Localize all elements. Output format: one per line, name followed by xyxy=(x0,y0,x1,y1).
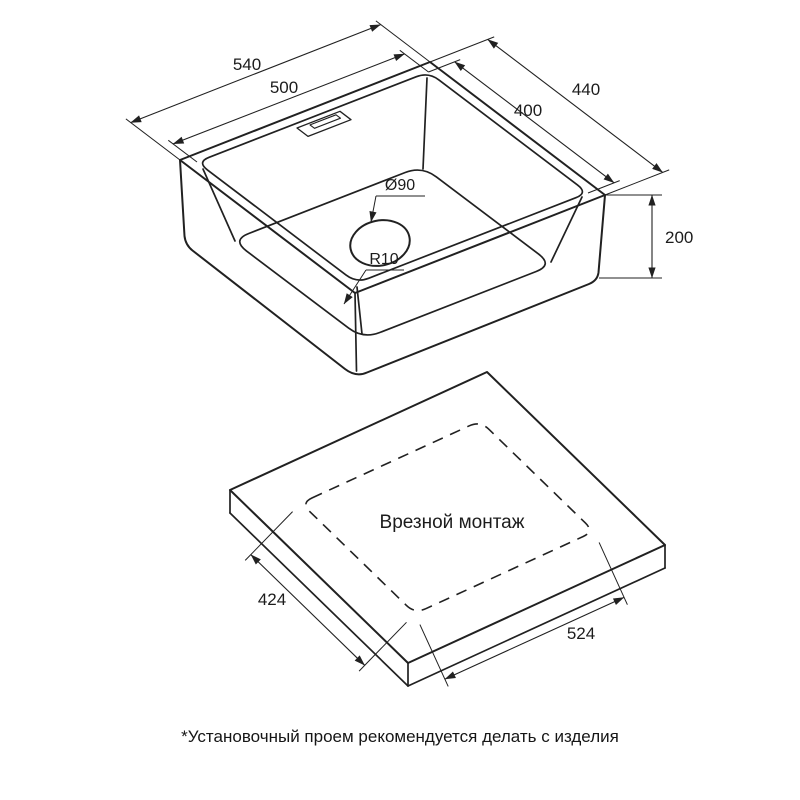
bowl-radius-label: R10 xyxy=(369,251,398,268)
inner-depth-label: 400 xyxy=(514,101,542,120)
cutout-depth-label: 424 xyxy=(258,590,286,609)
height-label: 200 xyxy=(665,228,693,247)
cutout-length-dimension: 524 xyxy=(419,542,628,687)
footnote-text: *Установочный проем рекомендуется делать… xyxy=(181,727,619,746)
sink-bowl-opening xyxy=(201,74,584,281)
overflow-plate xyxy=(296,110,352,138)
sink-body-outline xyxy=(179,159,606,376)
cutout-dashed-outline xyxy=(305,423,591,612)
cutout-depth-dimension: 424 xyxy=(244,511,407,672)
sink-isometric-view: 540 500 440 400 200 xyxy=(125,20,693,376)
height-dimension: 200 xyxy=(599,194,693,279)
drain-diameter-label: Ø90 xyxy=(385,177,415,194)
outer-depth-label: 440 xyxy=(572,80,600,99)
cutout-length-label: 524 xyxy=(567,624,595,643)
bowl-corner-edge-right xyxy=(550,196,583,263)
inner-depth-dimension: 400 xyxy=(428,59,620,194)
sink-bowl-bottom xyxy=(238,169,547,336)
outer-depth-dimension: 440 xyxy=(429,36,670,196)
bowl-corner-edge-front xyxy=(356,286,363,335)
bowl-corner-edge-left xyxy=(202,168,236,242)
inner-width-dimension: 500 xyxy=(167,49,429,163)
mount-type-label: Врезной монтаж xyxy=(380,512,525,533)
inner-width-label: 500 xyxy=(270,78,298,97)
drain-diameter-callout: Ø90 xyxy=(369,177,425,223)
bowl-radius-callout: R10 xyxy=(343,251,404,305)
countertop-cutout-view: Врезной монтаж 424 524 xyxy=(229,371,666,687)
outer-width-label: 540 xyxy=(233,55,261,74)
bowl-corner-edge-back xyxy=(422,77,428,170)
